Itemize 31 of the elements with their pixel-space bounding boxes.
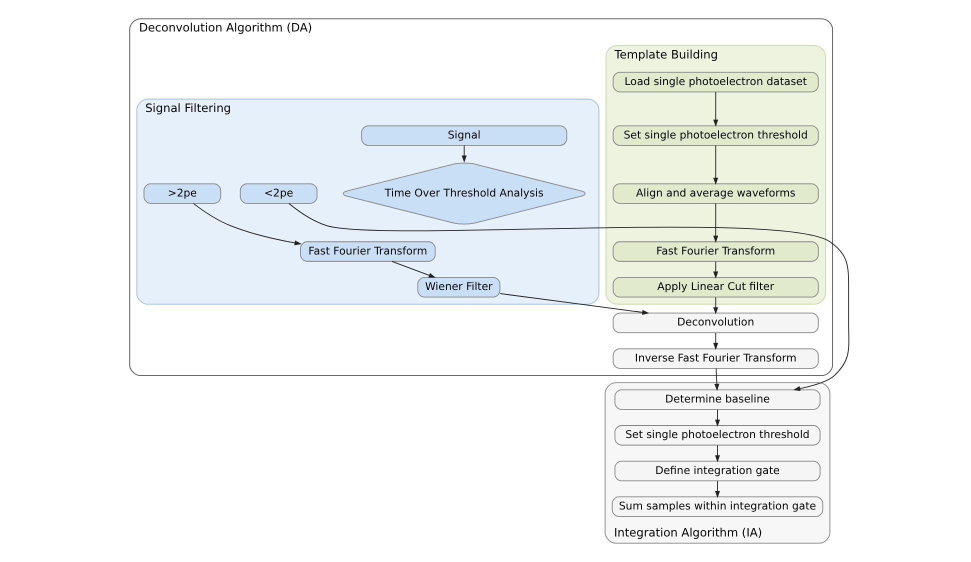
node-box: Align and average waveforms (612, 183, 818, 204)
arrow (714, 445, 720, 462)
node-box: Load single photoelectron dataset (612, 72, 818, 92)
arrow (288, 203, 849, 392)
arrow (712, 261, 718, 279)
node-box: Set single photoelectron threshold (614, 425, 820, 446)
node-box: Deconvolution (612, 312, 818, 334)
arrow (714, 409, 720, 427)
arrow (712, 332, 718, 350)
arrow (714, 480, 720, 498)
node-box: Set single photoelectron threshold (612, 125, 818, 146)
node-box: >2pe (143, 183, 221, 204)
arrow (714, 368, 719, 392)
arrow (712, 92, 718, 127)
arrow (391, 261, 436, 278)
node-box: Fast Fourier Transform (300, 241, 436, 262)
node-box: Wiener Filter (416, 276, 500, 298)
arrow (712, 145, 718, 185)
node-box: Apply Linear Cut filter (612, 276, 818, 298)
node-box: Fast Fourier Transform (612, 241, 818, 262)
node-box: Determine baseline (614, 389, 820, 410)
arrow (712, 296, 718, 314)
arrow (499, 293, 649, 315)
node-box: Define integration gate (614, 460, 820, 482)
arrow (712, 203, 718, 243)
node-box: Sum samples within integration gate (611, 496, 823, 517)
node-box: Inverse Fast Fourier Transform (612, 348, 818, 369)
arrow (461, 145, 466, 163)
node-box: <2pe (239, 183, 317, 204)
arrow (192, 203, 302, 246)
node-box: Signal (360, 125, 567, 146)
